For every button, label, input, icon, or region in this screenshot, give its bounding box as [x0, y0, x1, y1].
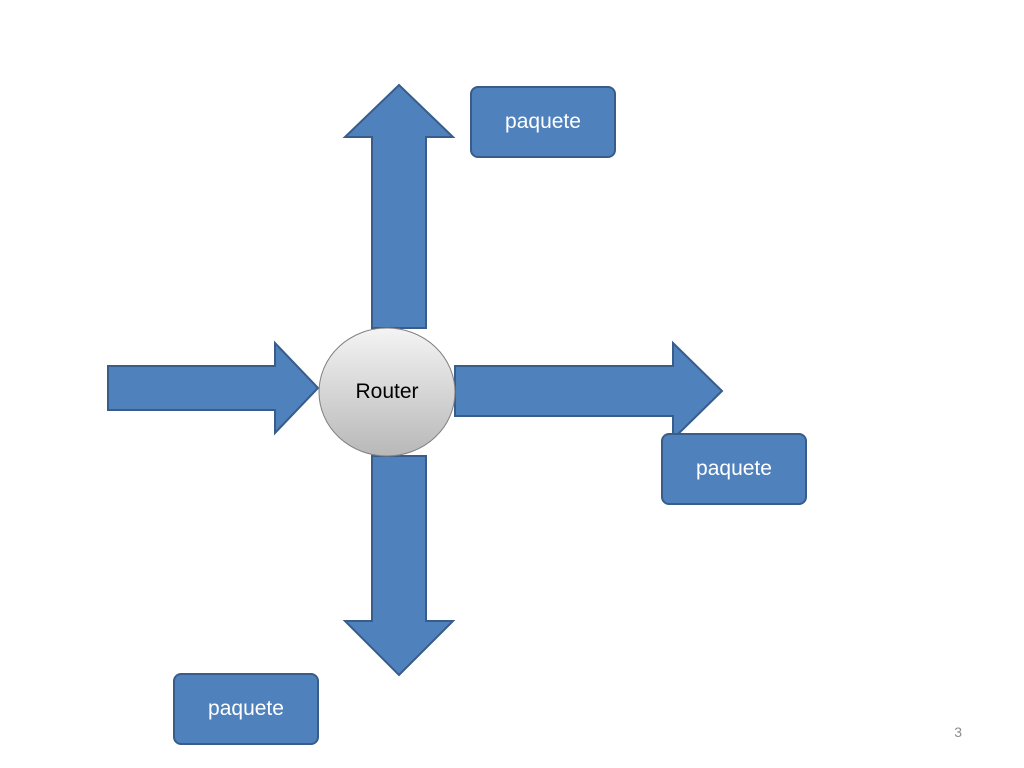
packet-box-top: paquete: [470, 86, 616, 158]
packet-box-bottom: paquete: [173, 673, 319, 745]
router-label: Router: [355, 380, 419, 403]
arrow-outgoing-right: [454, 340, 724, 442]
router-node: [318, 327, 456, 457]
arrow-down: [342, 455, 456, 677]
arrow-up: [342, 83, 456, 329]
slide-number: 3: [954, 724, 962, 740]
packet-box-right: paquete: [661, 433, 807, 505]
arrow-incoming-left: [107, 340, 320, 436]
